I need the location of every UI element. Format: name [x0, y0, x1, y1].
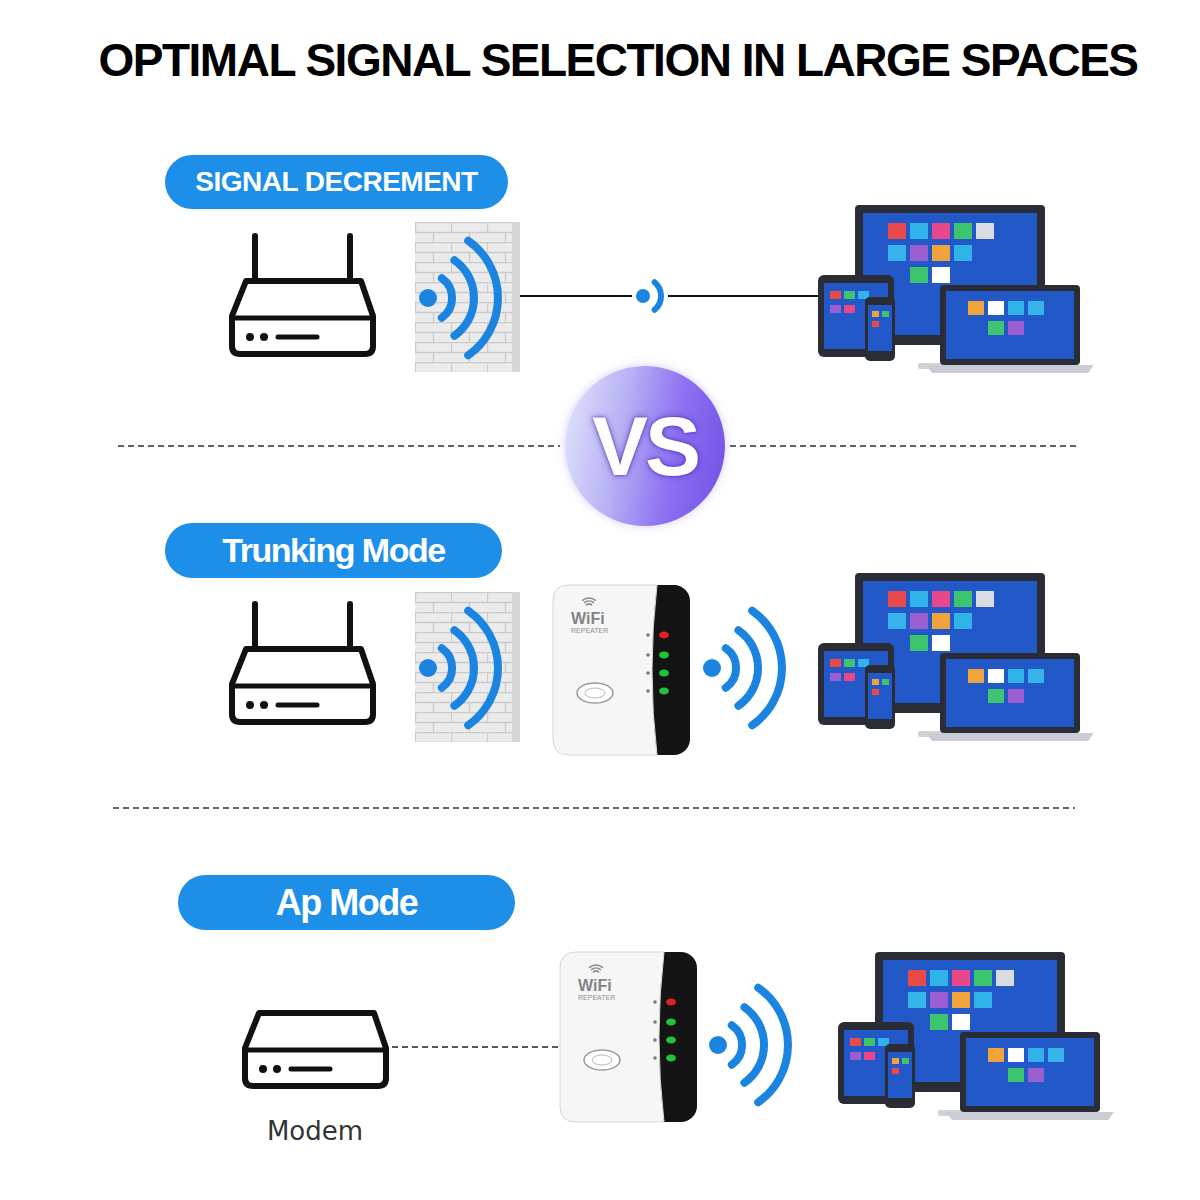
wps-button — [584, 1050, 620, 1070]
wifi-logo — [590, 965, 603, 967]
led-icon — [646, 689, 650, 693]
status-led — [666, 999, 676, 1006]
wifi-waves — [419, 241, 498, 356]
wifi-repeater: WiFiREPEATER — [560, 952, 697, 1122]
status-led — [659, 670, 669, 677]
wifi-waves — [419, 611, 498, 726]
wps-button — [577, 683, 613, 703]
repeater-side — [553, 585, 690, 755]
status-led — [666, 1019, 676, 1026]
model-text: REPEATER — [578, 994, 697, 1002]
status-led — [659, 652, 669, 659]
wifi-logo — [586, 603, 591, 605]
wifi-waves — [709, 988, 788, 1103]
device-group — [818, 205, 1094, 373]
wps-button-inner — [585, 688, 605, 698]
status-led — [666, 1037, 676, 1044]
led-icon — [653, 1000, 657, 1004]
dashed-separator — [113, 807, 1075, 809]
title-bar: OPTIMAL SIGNAL SELECTION IN LARGE SPACES — [36, 34, 1200, 87]
status-led — [666, 1055, 676, 1062]
wifi-logo — [593, 970, 598, 972]
led-icon — [646, 671, 650, 675]
mode-pill: SIGNAL DECREMENT — [165, 155, 508, 209]
mode-pill: Ap Mode — [178, 875, 515, 930]
brick-wall — [415, 222, 520, 372]
wifi-logo — [584, 601, 593, 603]
status-led — [659, 632, 669, 639]
router-icon — [232, 604, 373, 722]
mode-label: Ap Mode — [276, 883, 417, 923]
repeater-side — [560, 952, 697, 1122]
wifi-logo — [583, 598, 596, 600]
page-title: OPTIMAL SIGNAL SELECTION IN LARGE SPACES — [99, 34, 1138, 87]
modem-body — [240, 1008, 390, 1094]
led-icon — [653, 1020, 657, 1024]
vs-badge: VS — [565, 366, 725, 526]
mode-label: SIGNAL DECREMENT — [195, 167, 477, 198]
led-icon — [646, 633, 650, 637]
weak-signal-dot — [636, 289, 650, 303]
device-label: Modem — [267, 1116, 363, 1146]
signal-line — [520, 295, 632, 297]
mode-label: Trunking Mode — [222, 532, 444, 569]
wifi-waves — [703, 611, 782, 726]
wifi-repeater: WiFiREPEATER — [553, 585, 690, 755]
model-text: REPEATER — [571, 627, 690, 635]
repeater-front — [560, 952, 664, 1122]
led-icon — [646, 653, 650, 657]
wifi-logo — [591, 968, 600, 970]
dashed-connector — [392, 1046, 558, 1048]
brick-wall — [415, 592, 520, 742]
device-group — [818, 573, 1094, 741]
weak-signal-arc — [655, 282, 661, 310]
brand-text: WiFi — [578, 977, 697, 994]
modem-icon: Modem — [240, 1008, 390, 1146]
device-group — [838, 952, 1114, 1120]
wps-button-inner — [592, 1055, 612, 1065]
router-icon — [232, 236, 373, 354]
vs-text: VS — [592, 404, 698, 488]
status-led — [659, 688, 669, 695]
led-icon — [653, 1056, 657, 1060]
modem-case — [245, 1013, 386, 1086]
led-icon — [653, 1038, 657, 1042]
mode-pill: Trunking Mode — [165, 523, 502, 578]
repeater-front — [553, 585, 657, 755]
brand-text: WiFi — [571, 610, 690, 627]
signal-line — [668, 295, 818, 297]
